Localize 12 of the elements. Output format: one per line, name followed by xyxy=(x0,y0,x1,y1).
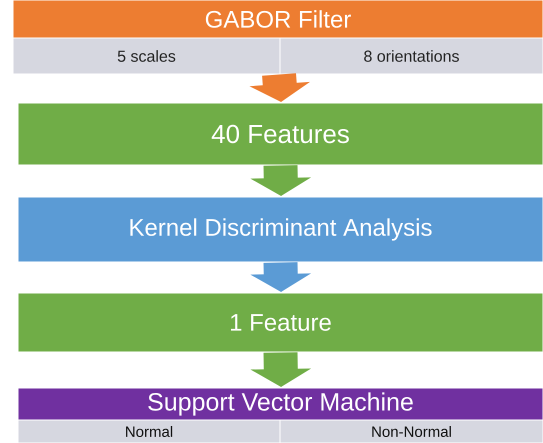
table-cell: Non-Normal xyxy=(280,420,543,443)
header-band: Support Vector Machine xyxy=(18,388,543,420)
table-cell: 5 scales xyxy=(13,38,280,74)
node-label: Normal xyxy=(126,426,172,437)
table-cell: Normal xyxy=(18,420,280,443)
node-label: Non-Normal xyxy=(372,426,451,437)
process-box: 1 Feature xyxy=(18,293,543,352)
process-box: Kernel Discriminant Analysis xyxy=(18,197,543,262)
table-cell: 8 orientations xyxy=(280,38,543,74)
node-label: 8 orientations xyxy=(364,50,459,62)
process-box: 40 Features xyxy=(18,103,543,165)
header-band: GABOR Filter xyxy=(13,0,543,38)
